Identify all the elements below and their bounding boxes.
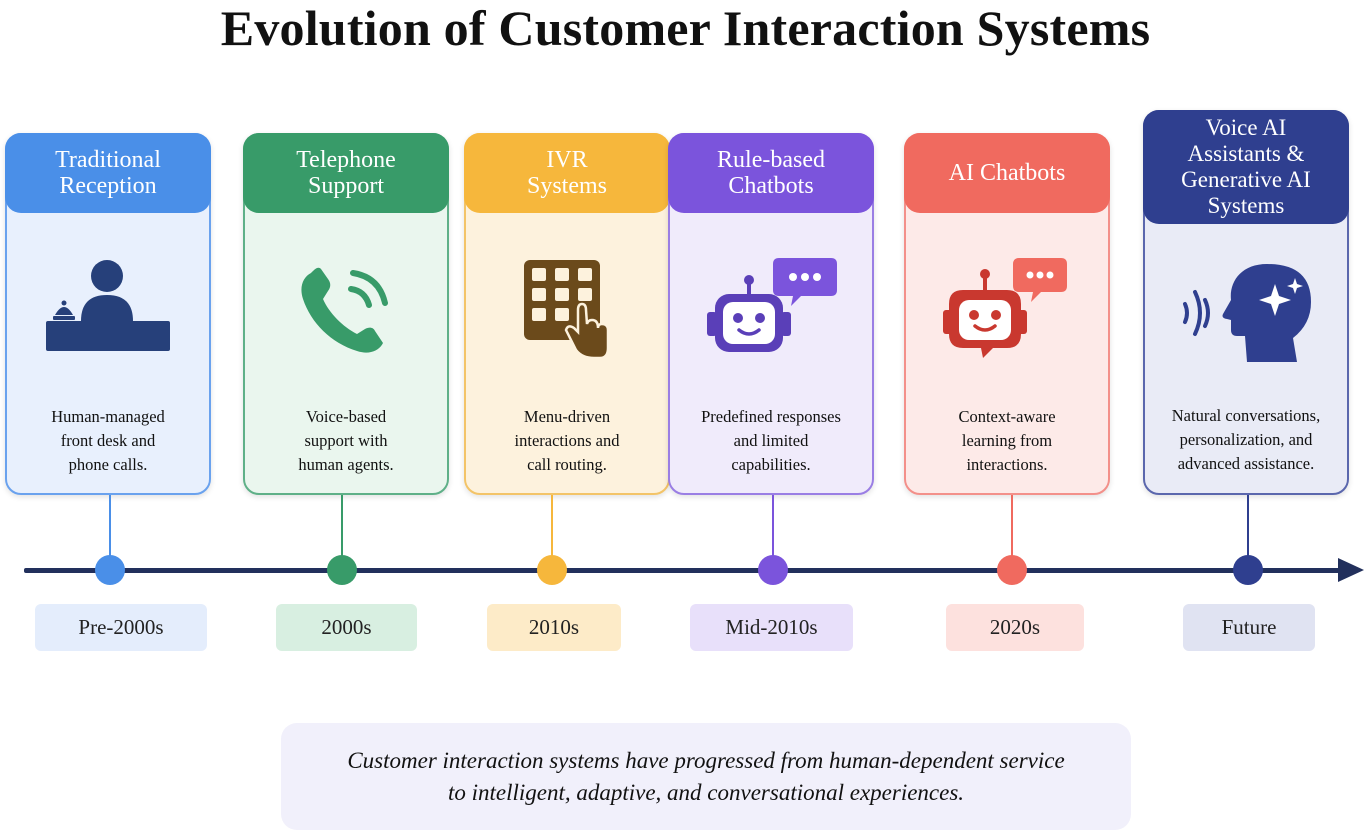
timeline-connector [1247, 495, 1249, 569]
stage-description: Voice-based support with human agents. [298, 407, 394, 474]
stage-description: Predefined responses and limited capabil… [701, 407, 841, 474]
summary-box: Customer interaction systems have progre… [281, 723, 1131, 830]
timeline-dot [1233, 555, 1263, 585]
stage-description: Human-managed front desk and phone calls… [51, 407, 165, 474]
timeline-arrowhead [1338, 558, 1364, 582]
timeline-connector [1011, 495, 1013, 569]
voice-ai-head-icon [1145, 257, 1347, 369]
stage-description: Menu-driven interactions and call routin… [514, 407, 620, 474]
timeline-dot [95, 555, 125, 585]
stage-heading: Traditional Reception [5, 133, 211, 213]
stage-heading: IVR Systems [464, 133, 670, 213]
stage-card-ai-chatbots: AI Chatbots Context-aware learning from … [904, 133, 1110, 495]
era-label: Future [1183, 604, 1315, 651]
era-label: Pre-2000s [35, 604, 207, 651]
stage-heading: AI Chatbots [904, 133, 1110, 213]
timeline-dot [758, 555, 788, 585]
stage-description: Context-aware learning from interactions… [958, 407, 1056, 474]
stage-card-ivr-systems: IVR Systems Menu-driven interactions and… [464, 133, 670, 495]
era-label: Mid-2010s [690, 604, 853, 651]
ai-robot-chat-icon [906, 253, 1108, 365]
stage-heading: Voice AI Assistants & Generative AI Syst… [1143, 110, 1349, 224]
page-title: Evolution of Customer Interaction System… [220, 0, 1151, 56]
timeline-dot [327, 555, 357, 585]
stage-card-rule-based-chatbots: Rule-based Chatbots Predefined responses… [668, 133, 874, 495]
keypad-icon [466, 253, 668, 365]
telephone-icon [245, 253, 447, 365]
timeline-dot [997, 555, 1027, 585]
era-label: 2010s [487, 604, 621, 651]
stage-card-telephone-support: Telephone Support Voice-based support wi… [243, 133, 449, 495]
timeline-axis [24, 568, 1342, 573]
stage-heading: Rule-based Chatbots [668, 133, 874, 213]
era-label: 2020s [946, 604, 1084, 651]
stage-heading: Telephone Support [243, 133, 449, 213]
stage-description: Natural conversations, personalization, … [1171, 406, 1321, 473]
receptionist-desk-icon [7, 253, 209, 365]
timeline-connector [772, 495, 774, 569]
robot-chat-icon [670, 253, 872, 365]
timeline-connector [109, 495, 111, 569]
stage-card-traditional-reception: Traditional Reception Human-managed fron… [5, 133, 211, 495]
stage-card-voice-ai-assistants: Voice AI Assistants & Generative AI Syst… [1143, 110, 1349, 495]
timeline-dot [537, 555, 567, 585]
era-label: 2000s [276, 604, 417, 651]
timeline-connector [551, 495, 553, 569]
timeline-connector [341, 495, 343, 569]
